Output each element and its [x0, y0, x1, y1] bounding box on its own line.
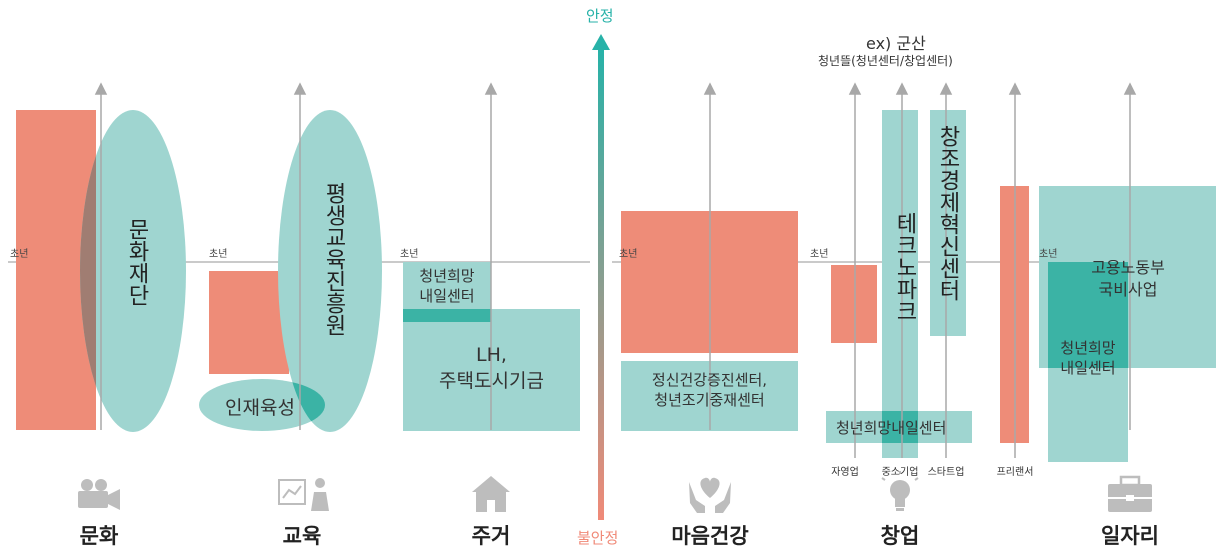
origin-label-culture: 초년 — [10, 249, 29, 260]
education-teal-ellipse — [278, 110, 382, 432]
creative-rect — [930, 110, 966, 336]
mental-center-label: 정신건강증진센터,청년조기중재센터 — [651, 371, 768, 410]
category-mental: 마음건강 — [671, 524, 749, 548]
origin-label-startup: 초년 — [810, 249, 829, 260]
startup-example-label: ex) 군산 — [866, 34, 926, 53]
axis-bottom-label: 불안정 — [577, 529, 619, 547]
briefcase-icon — [1108, 475, 1152, 512]
education-salmon-rect — [209, 271, 289, 374]
category-education: 교육 — [282, 524, 322, 548]
category-startup: 창업 — [880, 524, 920, 548]
axis-top-label: 안정 — [586, 7, 614, 25]
category-culture: 문화 — [79, 524, 119, 548]
stability-arrow — [592, 34, 610, 50]
house-icon — [472, 476, 510, 512]
startup-example-sub: 청년뜰(청년센터/창업센터) — [818, 54, 953, 68]
origin-label-mental: 초년 — [619, 249, 638, 260]
education-promotion-label: 평생교육진흥원 — [321, 182, 346, 336]
talent-ellipse — [199, 379, 325, 431]
sme-label: 중소기업 — [881, 467, 919, 478]
culture-teal-ellipse — [80, 110, 186, 432]
teaching-icon — [278, 478, 329, 511]
housing-hope-overlap — [403, 309, 491, 322]
origin-label-education: 초년 — [209, 249, 228, 260]
freelancer-label: 프리랜서 — [996, 467, 1034, 478]
camera-icon — [78, 479, 120, 510]
origin-label-housing: 초년 — [400, 249, 419, 260]
category-jobs: 일자리 — [1101, 524, 1159, 548]
origin-label-jobs: 초년 — [1039, 249, 1058, 260]
category-housing: 주거 — [471, 524, 511, 548]
technopark-rect — [882, 110, 918, 458]
creative-label: 창조경제혁신센터 — [935, 125, 960, 301]
technopark-label: 테크노파크 — [892, 212, 917, 322]
self-employed-rect — [831, 265, 877, 343]
stability-axis — [598, 48, 604, 520]
startups-label: 스타트업 — [927, 467, 965, 478]
startup-hope-label: 청년희망내일센터 — [836, 419, 947, 437]
lightbulb-icon — [881, 471, 919, 511]
culture-foundation-label: 문화재단 — [124, 218, 149, 306]
education-talent-label: 인재육성 — [225, 397, 295, 419]
heart-hands-icon — [689, 477, 731, 513]
jobs-overlap — [1048, 262, 1128, 368]
self-employed-label: 자영업 — [831, 467, 859, 478]
housing-lh-label: LH,주택도시기금 — [439, 344, 544, 392]
startup-hope-overlap — [882, 411, 918, 443]
